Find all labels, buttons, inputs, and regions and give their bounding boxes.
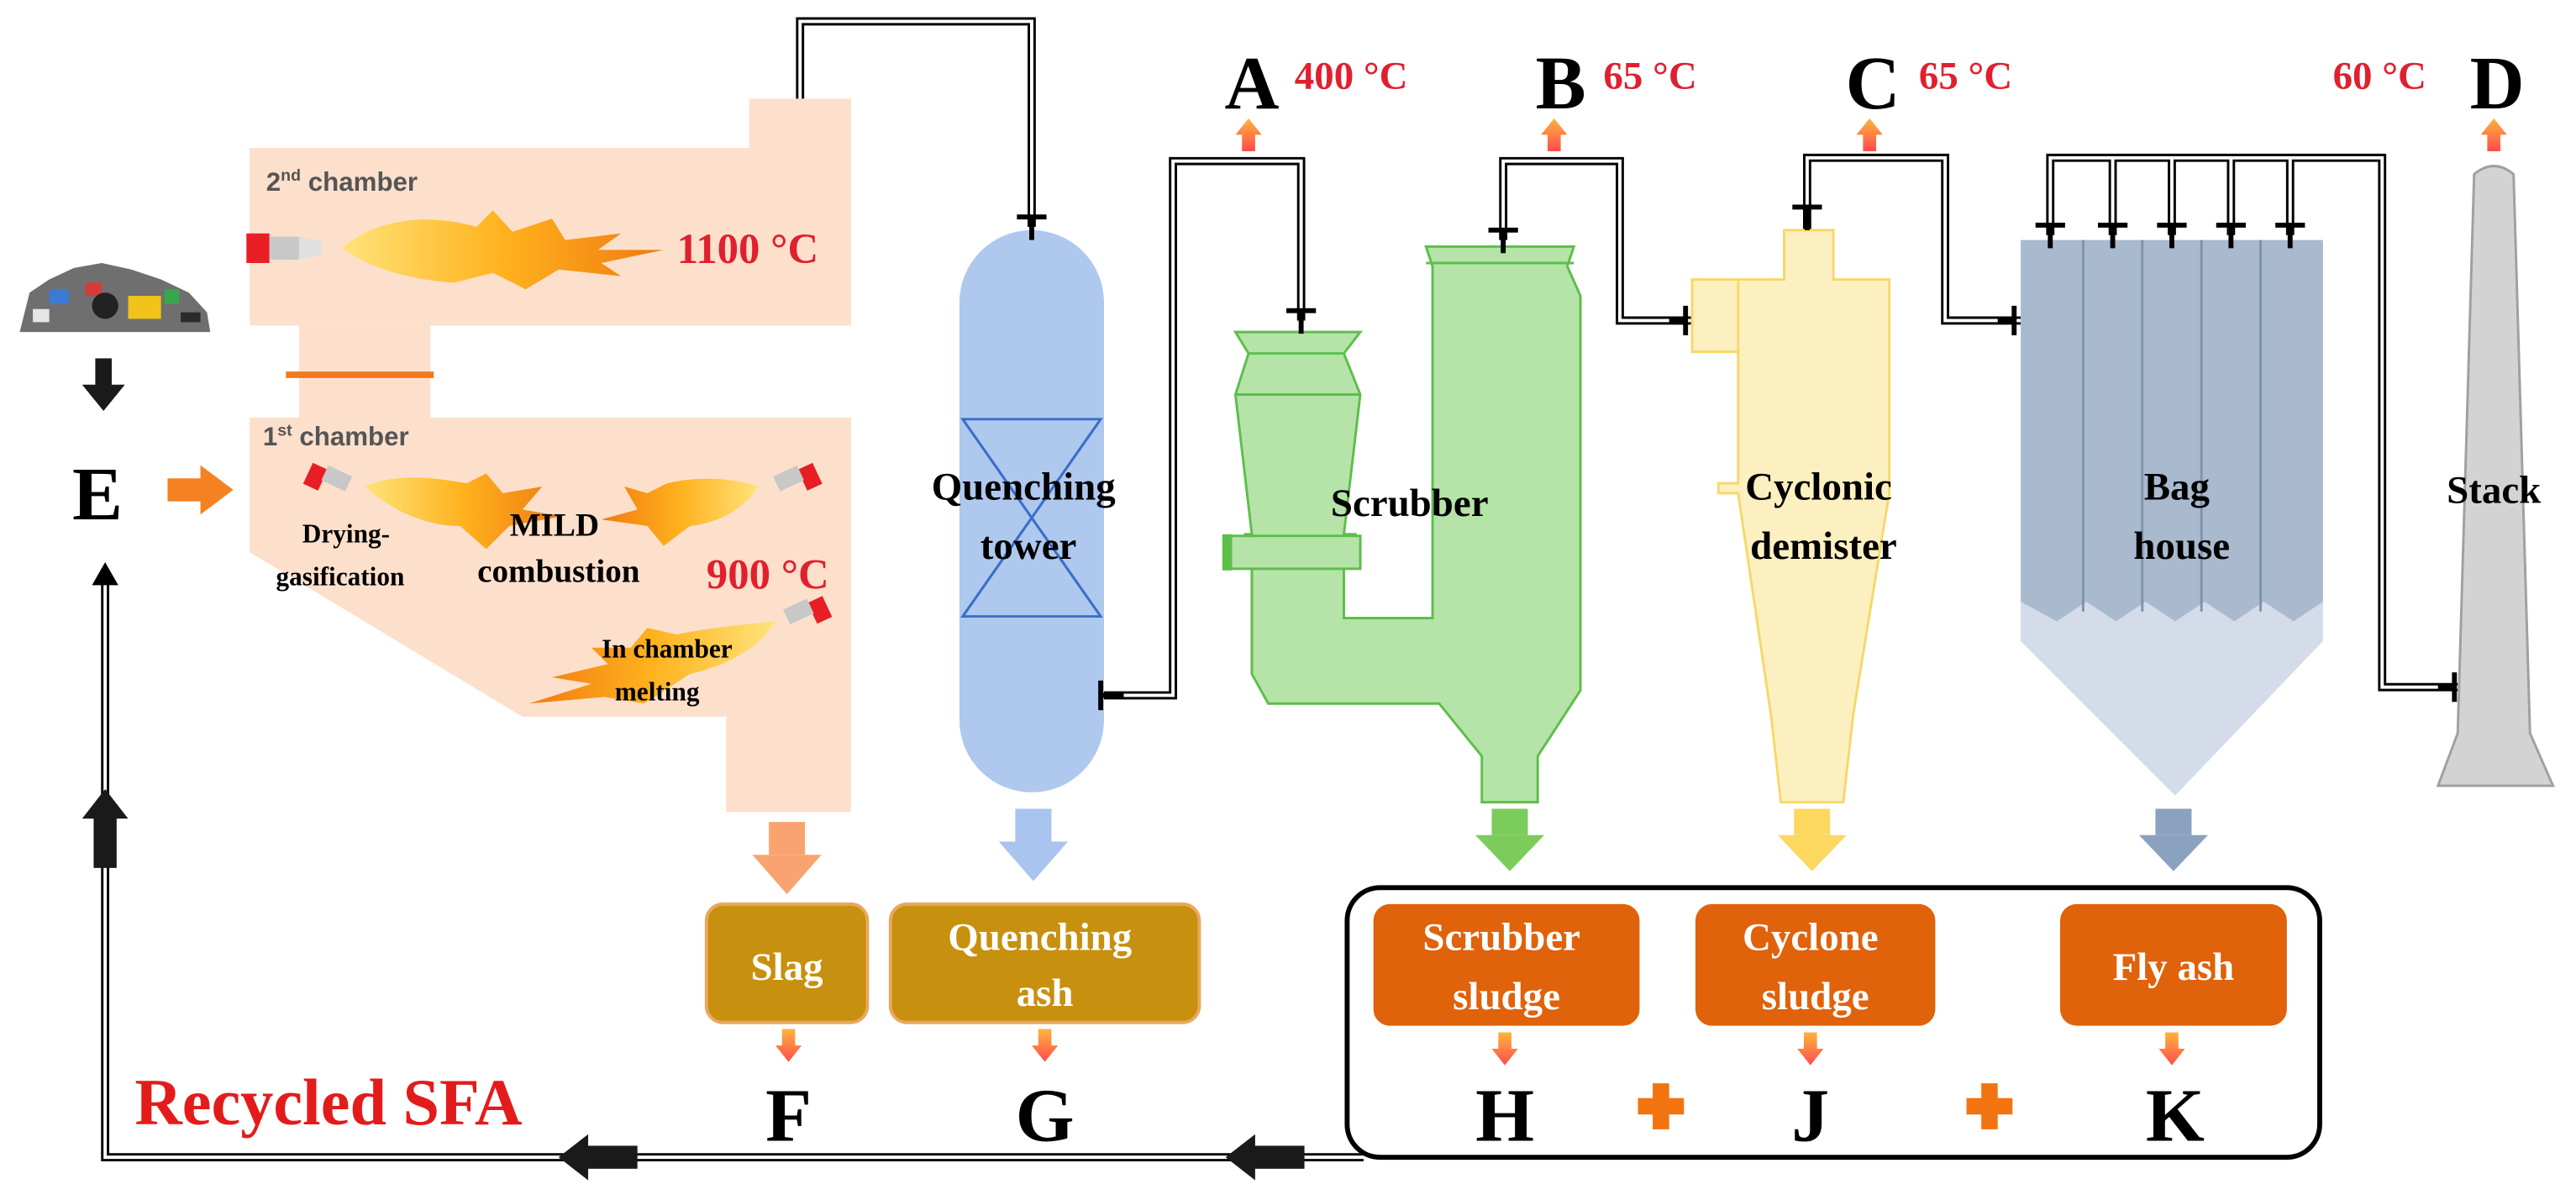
feed-arrow-icon [167,465,234,515]
up-arrow-icon [92,562,118,586]
sample-B-label: B [1536,42,1586,125]
scrubber-sludge-box: Scrubber sludge [1373,903,1640,1026]
burner-icon [246,233,323,263]
flame-icon [365,473,562,550]
quench-ash-down-arrow-icon [998,808,1068,882]
cyclone-sludge-label: Cyclone sludge [1743,916,1888,1018]
recycle-loop-line [101,568,1364,1162]
second-chamber-temperature: 1100 °C [677,225,819,272]
valve-icons [1017,204,2458,711]
burner-icon [773,462,823,492]
incinerator [250,98,851,813]
quenching-tower-label: Quenching tower [932,466,1126,568]
slag-box: Slag [704,902,870,1024]
left-arrow-icon [558,1134,638,1181]
quenching-tower: Quenching tower [932,229,1126,792]
plus-icon [1966,1083,2013,1129]
fly-ash-down-arrow-icon [2138,808,2208,871]
up-arrow-icon [81,788,129,868]
burner-icon [302,462,353,492]
sample-arrow-icon [775,1029,2185,1066]
sample-C-temperature: 65 °C [1919,55,2012,98]
scrubber: Scrubber [1222,245,1582,804]
left-arrow-icon [1225,1134,1305,1181]
slag-down-arrow-icon [752,822,822,895]
down-arrow-icon [81,358,125,412]
sample-E-label: E [72,453,123,536]
fly-ash-label: Fly ash [2113,945,2235,989]
scrubber-sludge-label: Scrubber sludge [1422,916,1590,1018]
sample-C-label: C [1846,42,1900,125]
stack-label: Stack [2447,469,2542,513]
flame-icon [601,478,760,546]
melting-label: In chamber melting [602,634,739,706]
slag-label: Slag [751,945,823,989]
flame-icon [528,621,775,704]
sample-J-label: J [1791,1075,1829,1158]
waste-pile-icon [19,262,211,333]
ducts [796,17,2458,700]
sample-B-temperature: 65 °C [1603,55,1696,98]
sample-A-temperature: 400 °C [1295,55,1408,98]
cyclonic-demister-label: Cyclonic demister [1745,466,1901,568]
quench-ash-box: Quenching ash [888,902,1201,1024]
flame-icon [341,210,664,290]
quench-ash-label: Quenching ash [948,916,1142,1016]
recycled-sfa-label: Recycled SFA [134,1066,522,1139]
first-chamber-label: 1st chamber [263,421,409,451]
cyclonic-demister: Cyclonic demister [1690,229,1901,804]
sample-H-label: H [1475,1075,1534,1158]
bag-house-label: Bag house [2133,466,2230,568]
sample-G-label: G [1016,1075,1075,1158]
cyclone-sludge-down-arrow-icon [1777,808,1847,871]
fly-ash-box: Fly ash [2060,903,2287,1026]
sample-F-label: F [765,1075,812,1158]
drying-label: Drying- gasification [276,519,405,592]
second-chamber-label: 2nd chamber [266,166,418,197]
first-chamber-temperature: 900 °C [707,550,829,597]
stack: Stack [2436,165,2555,787]
cyclone-sludge-box: Cyclone sludge [1695,903,1936,1026]
sample-K-label: K [2146,1075,2205,1158]
burner-icon [782,596,833,625]
sample-A-label: A [1225,42,1280,125]
plus-icon [1638,1083,1685,1129]
bag-house: Bag house [2021,239,2323,796]
collected-residues-frame [1344,885,2322,1161]
second-chamber [250,98,851,326]
scrubber-sludge-down-arrow-icon [1475,808,1545,871]
sample-D-label: D [2470,42,2525,125]
sample-D-temperature: 60 °C [2333,55,2426,98]
scrubber-label: Scrubber [1331,482,1489,525]
mild-combustion-label: MILD combustion [477,508,640,590]
